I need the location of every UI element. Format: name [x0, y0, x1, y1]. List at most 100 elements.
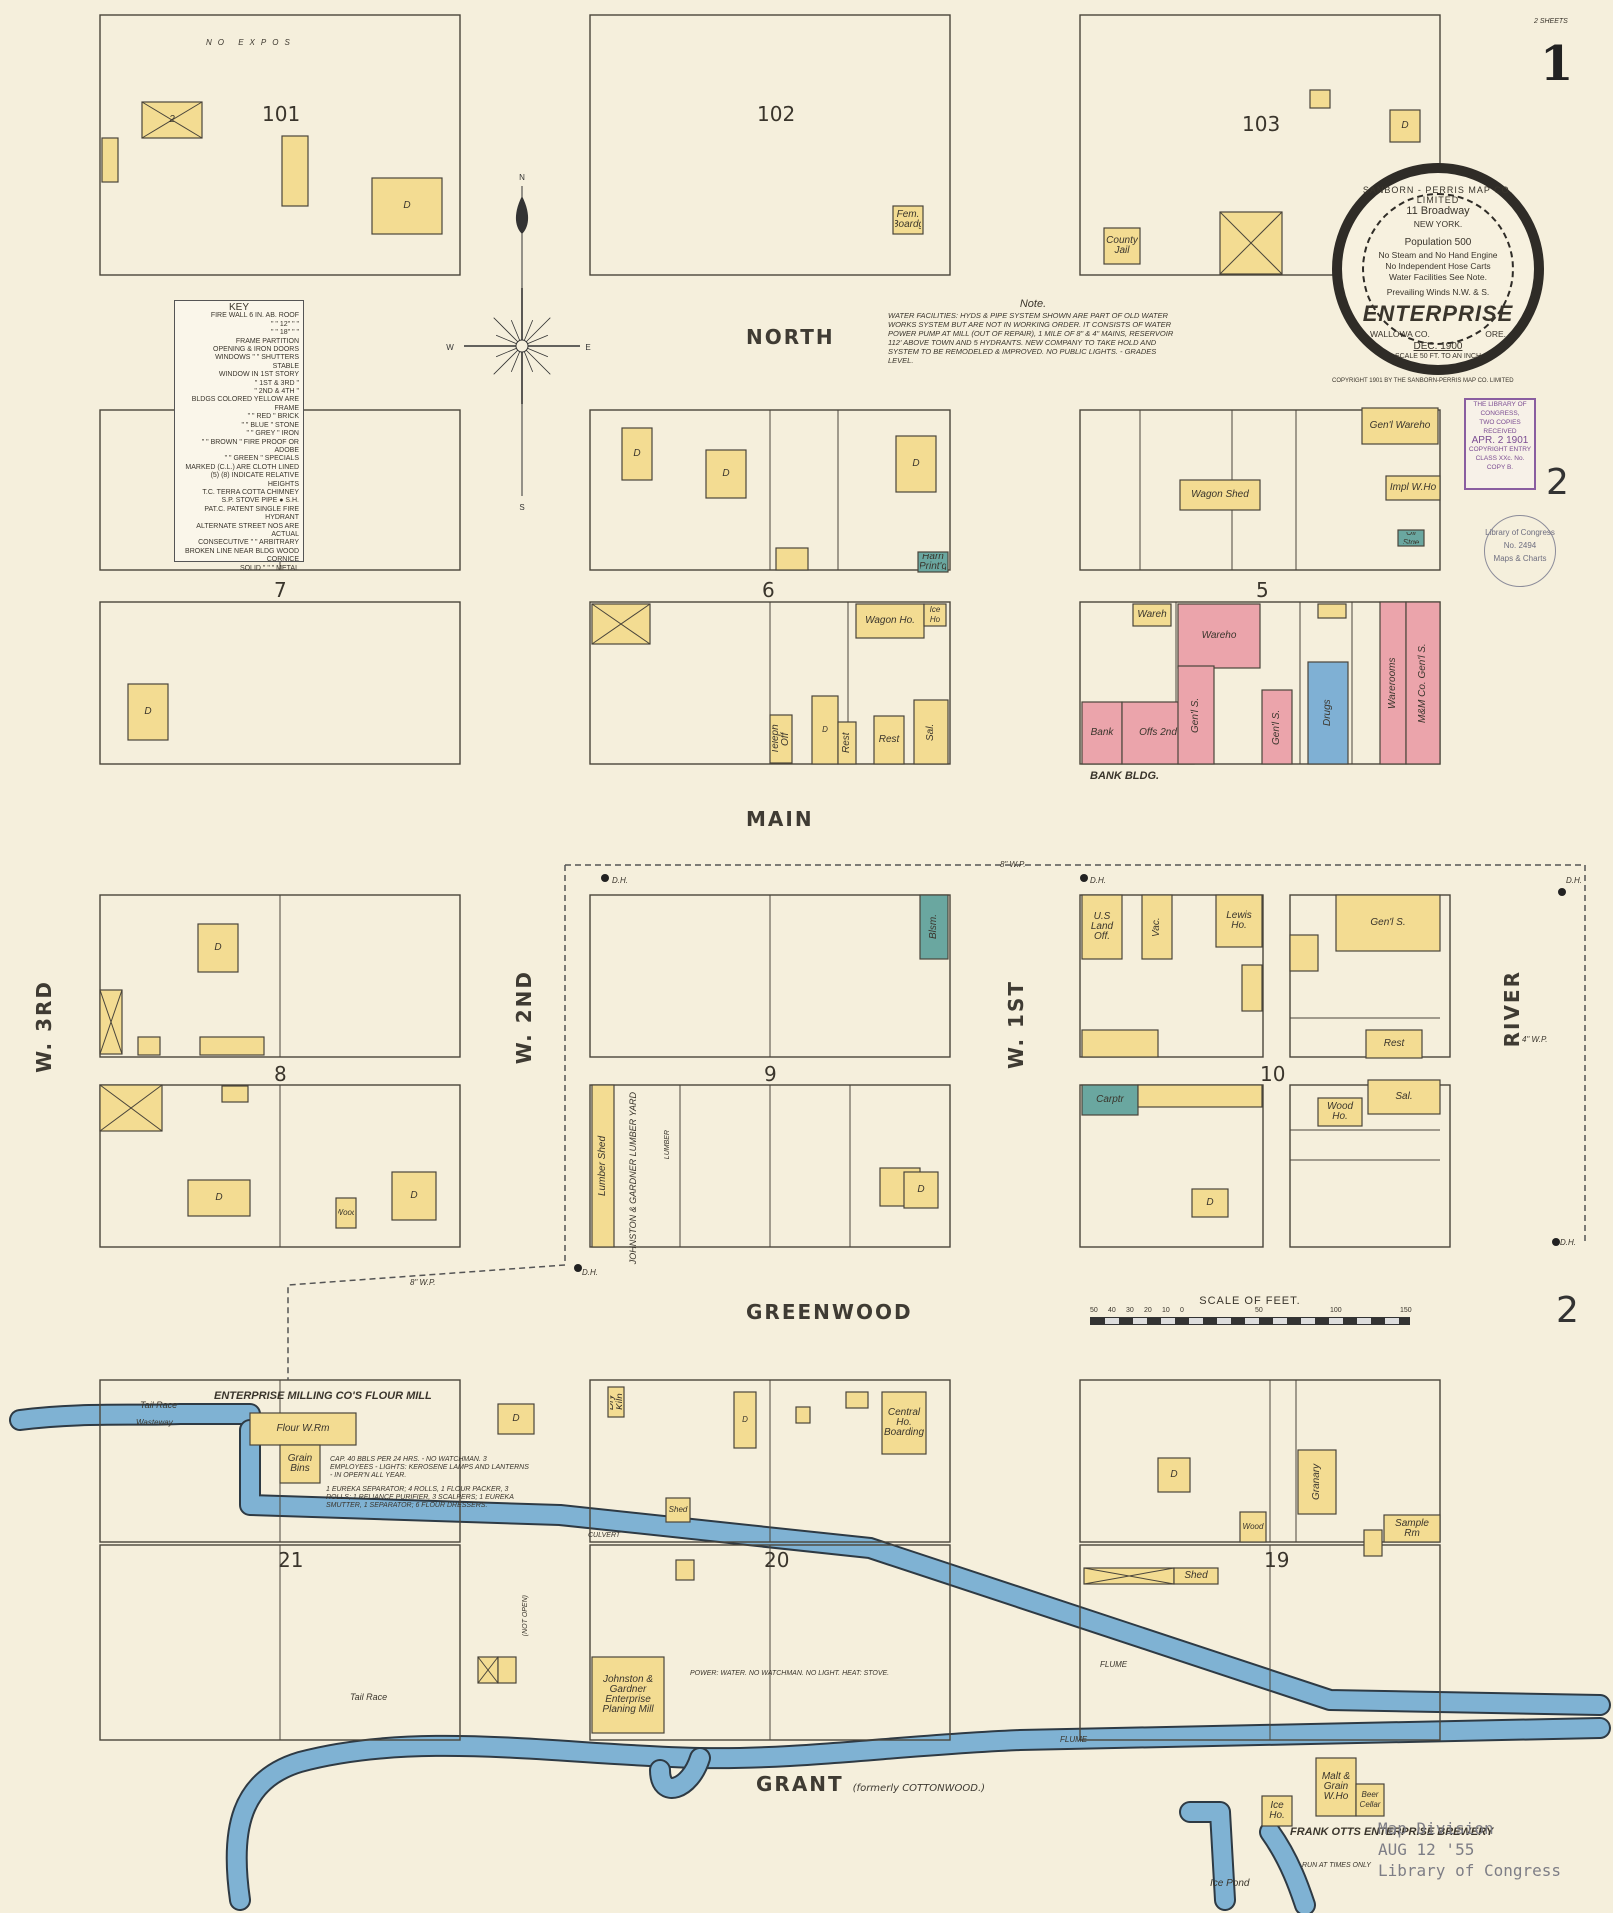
- building[interactable]: [607, 1386, 625, 1418]
- building[interactable]: [199, 1036, 265, 1056]
- building[interactable]: [1141, 894, 1173, 960]
- map-annotation: Power: Water. No watchman. No light. Hea…: [690, 1670, 890, 1677]
- building[interactable]: [923, 603, 947, 627]
- building[interactable]: [1157, 1457, 1191, 1493]
- hydrant-icon: [1080, 874, 1088, 882]
- building[interactable]: [705, 449, 747, 499]
- building[interactable]: [279, 1444, 321, 1484]
- building[interactable]: [1365, 1029, 1423, 1059]
- building[interactable]: [1367, 1079, 1441, 1115]
- building[interactable]: [221, 1085, 249, 1103]
- building[interactable]: [1297, 1449, 1337, 1515]
- building[interactable]: [1261, 1795, 1293, 1827]
- building[interactable]: [1335, 894, 1441, 952]
- building[interactable]: [917, 551, 949, 573]
- building[interactable]: [1081, 1029, 1159, 1058]
- seal-engines: No Steam and No Hand Engine: [1378, 250, 1498, 260]
- building[interactable]: [1383, 1514, 1441, 1543]
- building[interactable]: [903, 1171, 939, 1209]
- building[interactable]: [837, 721, 857, 765]
- building-label: 2: [169, 114, 175, 125]
- building[interactable]: [675, 1559, 695, 1581]
- building[interactable]: [1177, 603, 1261, 669]
- building[interactable]: [621, 427, 653, 481]
- building[interactable]: [1317, 603, 1347, 619]
- building[interactable]: [1083, 1567, 1175, 1585]
- building[interactable]: [101, 137, 119, 183]
- building[interactable]: [1103, 227, 1141, 265]
- sheet-number: 1: [1540, 36, 1574, 92]
- building[interactable]: [99, 989, 123, 1055]
- building[interactable]: [99, 1084, 163, 1132]
- building[interactable]: [1081, 894, 1123, 960]
- adjoining-sheet-ref[interactable]: 2: [1556, 1290, 1579, 1331]
- building[interactable]: [1219, 211, 1283, 275]
- building[interactable]: [335, 1197, 357, 1229]
- building[interactable]: [1405, 601, 1441, 765]
- building[interactable]: [733, 1391, 757, 1449]
- building[interactable]: [845, 1391, 869, 1409]
- building[interactable]: [497, 1403, 535, 1435]
- building-label: Gen'l S.: [1271, 709, 1282, 745]
- building[interactable]: [795, 1406, 811, 1424]
- building-label: D: [742, 1415, 748, 1424]
- building[interactable]: [919, 894, 949, 960]
- building[interactable]: [1307, 661, 1349, 765]
- building[interactable]: [1241, 964, 1263, 1012]
- building[interactable]: [913, 699, 949, 765]
- building[interactable]: [881, 1391, 927, 1455]
- building[interactable]: [1191, 1188, 1229, 1218]
- building[interactable]: [1081, 701, 1123, 765]
- building[interactable]: [1173, 1567, 1219, 1585]
- building[interactable]: [1385, 475, 1441, 501]
- building[interactable]: [769, 714, 793, 764]
- building[interactable]: [281, 135, 309, 207]
- map-annotation: D.H.: [582, 1268, 598, 1277]
- building[interactable]: [591, 1084, 615, 1248]
- map-annotation: 1 Eureka separator; 4 rolls, 1 flour pac…: [326, 1486, 514, 1509]
- key-line: STABLE: [272, 362, 299, 370]
- building[interactable]: [1289, 934, 1319, 972]
- building[interactable]: [1389, 109, 1421, 143]
- building[interactable]: [391, 1171, 437, 1221]
- building[interactable]: [197, 923, 239, 973]
- building[interactable]: [1355, 1783, 1385, 1817]
- building[interactable]: [497, 1656, 517, 1684]
- building[interactable]: [591, 1656, 665, 1734]
- building[interactable]: [895, 435, 937, 493]
- building[interactable]: [775, 547, 809, 571]
- building[interactable]: [1309, 89, 1331, 109]
- building-label: Bank: [1090, 727, 1114, 738]
- adjoining-sheet-ref[interactable]: 2: [1546, 462, 1569, 503]
- building[interactable]: [1363, 1529, 1383, 1557]
- building[interactable]: [1177, 665, 1215, 765]
- building[interactable]: [1179, 479, 1261, 511]
- building[interactable]: [1317, 1097, 1363, 1127]
- building[interactable]: [1215, 894, 1263, 948]
- seal-population: Population 500: [1404, 237, 1472, 248]
- building[interactable]: [892, 205, 924, 235]
- building[interactable]: [249, 1412, 357, 1446]
- building[interactable]: [1315, 1757, 1357, 1817]
- building[interactable]: [1397, 529, 1425, 547]
- building[interactable]: [127, 683, 169, 741]
- building[interactable]: [665, 1497, 691, 1523]
- building[interactable]: [371, 177, 443, 235]
- building[interactable]: [1361, 407, 1439, 445]
- building[interactable]: [137, 1036, 161, 1056]
- building-label: Drugs: [1322, 699, 1333, 727]
- hydrant-icon: [574, 1264, 582, 1272]
- building[interactable]: [1261, 689, 1293, 765]
- building[interactable]: [1239, 1511, 1267, 1543]
- building[interactable]: [855, 603, 925, 639]
- building[interactable]: [873, 715, 905, 765]
- building[interactable]: [591, 603, 651, 645]
- building[interactable]: [1132, 603, 1172, 627]
- building[interactable]: [141, 101, 203, 139]
- building[interactable]: [187, 1179, 251, 1217]
- building[interactable]: [1137, 1084, 1263, 1108]
- building[interactable]: [477, 1656, 499, 1684]
- stamp-line: CONGRESS,: [1480, 410, 1520, 417]
- block-number: 9: [764, 1062, 777, 1086]
